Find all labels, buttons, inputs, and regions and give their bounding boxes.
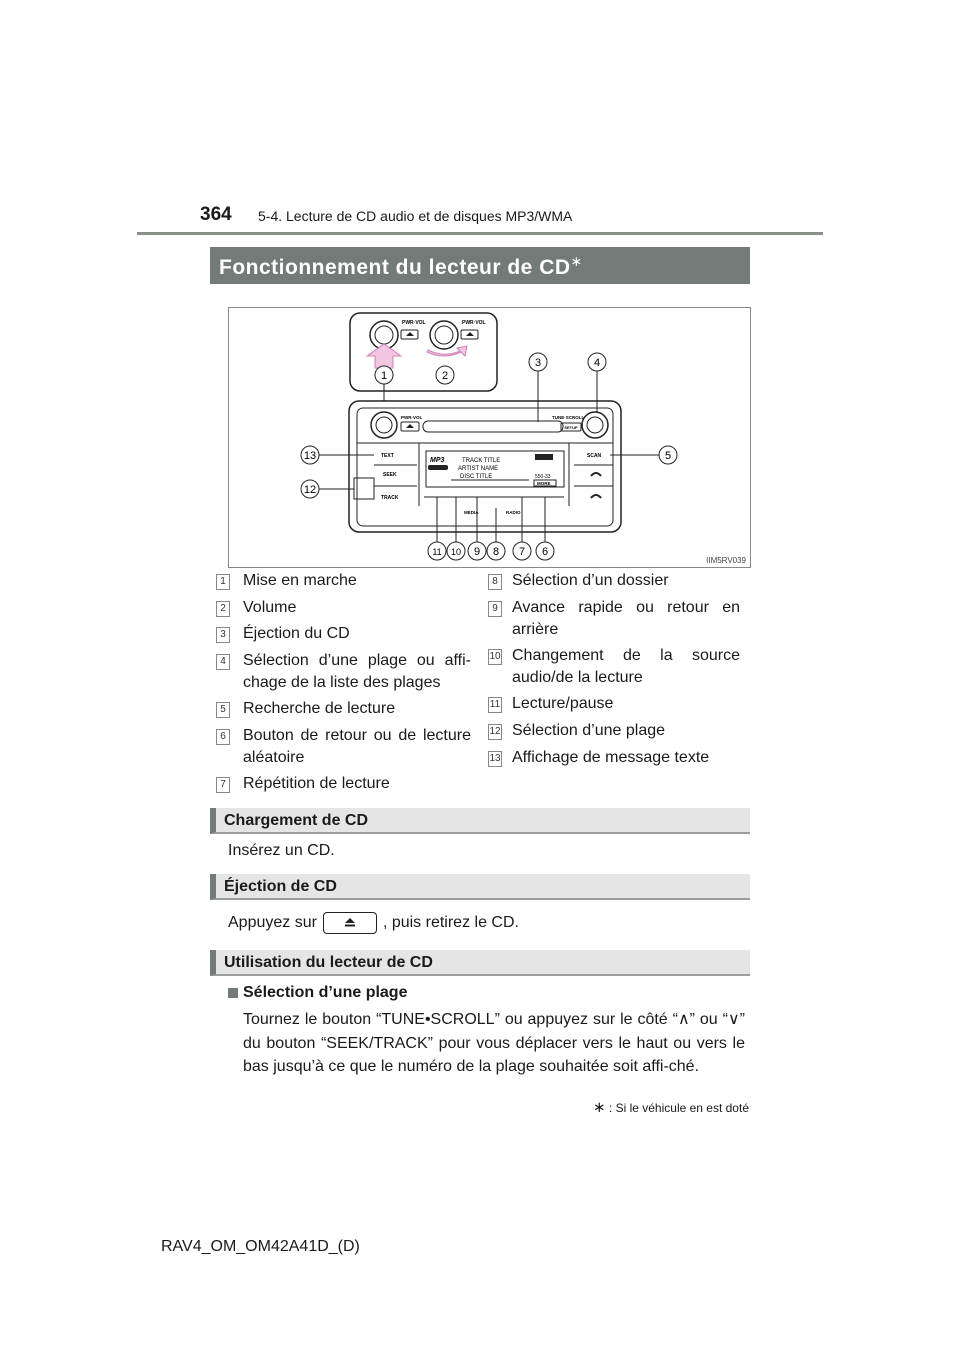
setup-label: SETUP — [564, 425, 578, 430]
track-label: TRACK — [381, 495, 399, 501]
section-eject-cd: Éjection de CD — [210, 874, 750, 900]
inset-label-1: PWR·VOL — [402, 320, 426, 326]
legend-num: 12 — [488, 724, 502, 740]
legend-label: Sélection d’une plage ou affi-chage de l… — [243, 652, 471, 691]
eject-button-icon — [322, 911, 377, 934]
track-title-text: TRACK TITLE — [462, 458, 500, 464]
radio-panel-figure: PWR·VOL PWR·VOL 1 2 PWR·VOL TUNE·SCROLL … — [228, 307, 751, 568]
mp3-label: MP3 — [430, 457, 445, 464]
tune-scroll-label: TUNE·SCROLL — [552, 415, 584, 420]
footnote-asterisk: ∗ — [592, 1099, 606, 1116]
phone-hangup-icon — [590, 494, 602, 499]
phone-pickup-icon — [590, 472, 602, 477]
legend-num: 11 — [488, 697, 502, 713]
section-use-cd: Utilisation du lecteur de CD — [210, 950, 750, 976]
callout-8: 8 — [493, 546, 499, 558]
subheading-track-select: Sélection d’une plage — [243, 984, 408, 1001]
text-button-label: TEXT — [381, 453, 394, 459]
radio-panel-illustration: PWR·VOL PWR·VOL 1 2 PWR·VOL TUNE·SCROLL … — [300, 312, 678, 561]
legend-num: 5 — [216, 702, 230, 718]
footnote: ∗ : Si le véhicule en est doté — [593, 1098, 749, 1116]
section-title-text: Fonctionnement du lecteur de CD — [219, 256, 571, 279]
callout-7: 7 — [519, 546, 525, 558]
push-arrow-icon — [365, 343, 403, 369]
figure-code: IIM5RV039 — [706, 556, 746, 565]
callout-11: 11 — [432, 547, 441, 557]
chapter-title: 5-4. Lecture de CD audio et de disques M… — [258, 208, 573, 224]
artist-name-text: ARTIST NAME — [458, 466, 498, 472]
legend-num: 8 — [488, 574, 502, 590]
callout-3: 3 — [535, 357, 541, 369]
media-label: MEDIA — [464, 510, 479, 515]
eject-text-before: Appuyez sur — [228, 914, 317, 931]
legend-label: Avance rapide ou retour en arrière — [512, 599, 740, 638]
time-text: 550-33 — [535, 474, 551, 480]
legend-label: Lecture/pause — [512, 695, 614, 712]
callout-6: 6 — [542, 546, 548, 558]
tune-scroll-knob — [581, 411, 609, 439]
legend-num: 1 — [216, 574, 230, 590]
audio-unit — [348, 400, 622, 533]
legend-label: Bouton de retour ou de lecture aléatoire — [243, 727, 471, 766]
header-rule — [137, 232, 823, 235]
more-label: MORE — [537, 481, 551, 486]
legend-num: 13 — [488, 751, 502, 767]
rotate-arrow-icon — [426, 345, 468, 358]
callout-10: 10 — [451, 547, 461, 557]
legend-label: Éjection du CD — [243, 625, 350, 642]
callout-4: 4 — [594, 357, 600, 369]
legend-label: Changement de la source audio/de la lect… — [512, 647, 740, 686]
page-number: 364 — [200, 204, 232, 225]
legend-num: 10 — [488, 649, 502, 665]
inset-knob-2 — [429, 320, 459, 350]
document-footer: RAV4_OM_OM42A41D_(D) — [161, 1238, 360, 1255]
legend-label: Recherche de lecture — [243, 700, 396, 717]
legend-num: 9 — [488, 601, 502, 617]
callout-5: 5 — [665, 450, 671, 462]
seek-label: SEEK — [383, 472, 397, 478]
section-heading: Chargement de CD — [224, 812, 369, 829]
legend-label: Affichage de message texte — [512, 749, 710, 766]
legend-label: Sélection d’un dossier — [512, 572, 669, 589]
legend-num: 3 — [216, 627, 230, 643]
eject-text-after: , puis retirez le CD. — [382, 914, 519, 931]
bullet-square-icon — [228, 988, 238, 998]
eject-button — [400, 421, 420, 432]
scan-label: SCAN — [587, 453, 602, 459]
display-screen — [425, 450, 565, 488]
section-title: Fonctionnement du lecteur de CD∗ — [219, 253, 583, 280]
legend-num: 2 — [216, 601, 230, 617]
section-heading: Utilisation du lecteur de CD — [224, 954, 433, 971]
footnote-text: : Si le véhicule en est doté — [608, 1101, 749, 1115]
section-heading: Éjection de CD — [224, 878, 337, 895]
eject-instruction: Appuyez sur , puis retirez le CD. — [228, 911, 519, 934]
radio-label: RADIO — [506, 510, 521, 515]
callout-2: 2 — [442, 370, 448, 382]
load-instruction: Insérez un CD. — [228, 842, 335, 859]
legend-num: 7 — [216, 777, 230, 793]
legend-label: Répétition de lecture — [243, 775, 390, 792]
legend-label: Mise en marche — [243, 572, 357, 589]
section-load-cd: Chargement de CD — [210, 808, 750, 834]
legend-label: Sélection d’une plage — [512, 722, 666, 739]
cd-slot — [422, 420, 564, 433]
disc-title-text: DISC TITLE — [460, 474, 492, 480]
legend-num: 4 — [216, 654, 230, 670]
callout-12: 12 — [304, 484, 316, 496]
callout-1: 1 — [381, 370, 387, 382]
power-volume-knob — [370, 411, 398, 439]
legend-label: Volume — [243, 599, 297, 616]
inset-label-2: PWR·VOL — [462, 320, 486, 326]
pwr-vol-label: PWR·VOL — [401, 415, 422, 420]
section-title-bar: Fonctionnement du lecteur de CD∗ — [210, 247, 750, 284]
legend-num: 6 — [216, 729, 230, 745]
callout-13: 13 — [304, 450, 316, 462]
title-asterisk: ∗ — [570, 253, 583, 269]
callout-9: 9 — [474, 546, 480, 558]
track-select-paragraph: Tournez le bouton “TUNE•SCROLL” ou appuy… — [243, 1011, 745, 1075]
